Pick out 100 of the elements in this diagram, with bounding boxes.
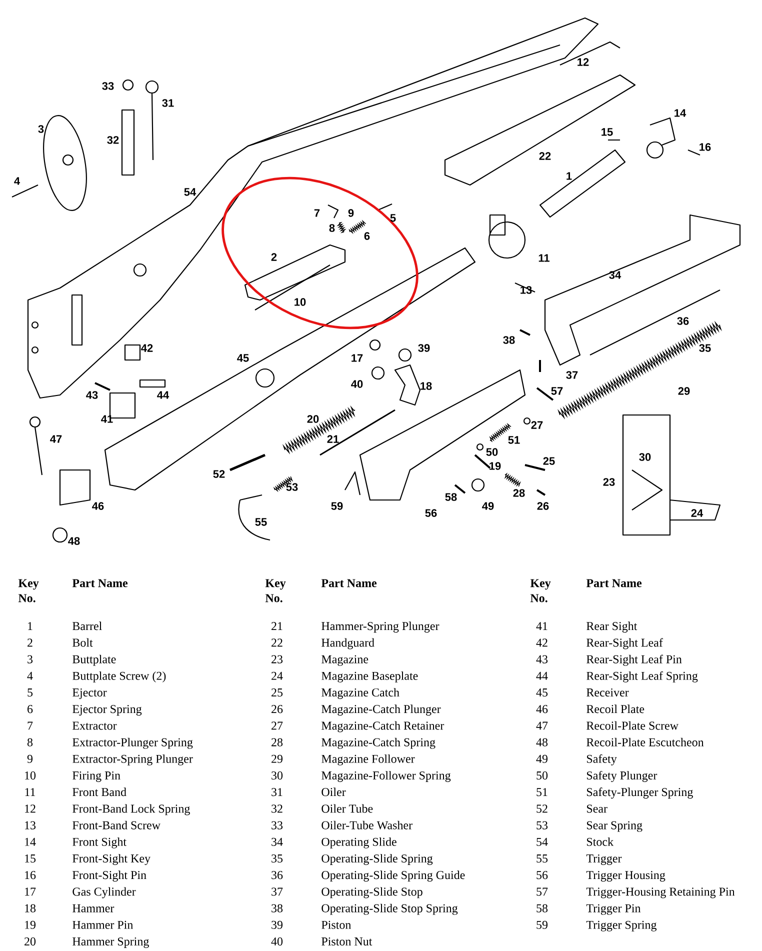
- part-name: Ejector Spring: [72, 705, 142, 716]
- callout-number: 7: [314, 209, 320, 217]
- part-name: Magazine-Catch Spring: [322, 738, 436, 749]
- callout-number: 2: [271, 253, 277, 261]
- part-name: Front-Band Lock Spring: [72, 804, 190, 816]
- key-number: 2: [28, 638, 32, 647]
- callout-number: 36: [677, 317, 689, 325]
- key-number: 11: [25, 788, 36, 796]
- part-name: Safety-Plunger Spring: [587, 788, 693, 799]
- callout-number: 21: [327, 435, 339, 443]
- part-name: Trigger: [586, 854, 622, 865]
- callout-number: 26: [537, 502, 549, 510]
- key-number: 23: [272, 655, 283, 664]
- callout-number: 44: [157, 391, 170, 399]
- key-number: 39: [272, 920, 282, 929]
- callout-number: 16: [700, 143, 711, 151]
- part-name: Trigger Spring: [586, 920, 657, 932]
- part-name: Buttplate: [72, 654, 116, 666]
- callout-number: 18: [420, 382, 432, 390]
- part-name: Operating-Slide Spring Guide: [322, 870, 465, 882]
- part-name: Piston: [322, 920, 352, 929]
- part-name: Operating Slide: [322, 837, 396, 848]
- callout-number: 43: [86, 391, 98, 399]
- key-number: 25: [272, 688, 283, 697]
- callout-number: 54: [184, 188, 196, 196]
- part-name: Gas Cylinder: [72, 887, 136, 898]
- callout-number: 28: [513, 489, 525, 497]
- key-number: 31: [272, 788, 282, 796]
- key-number: 20: [24, 937, 36, 946]
- callout-number: 17: [352, 354, 363, 362]
- part-name: Bolt: [72, 638, 93, 647]
- callout-number: 32: [107, 136, 119, 144]
- part-name: Ejector: [72, 688, 107, 699]
- part-name: Rear-Sight Leaf: [586, 638, 663, 650]
- part-name: Front Band: [72, 788, 126, 796]
- key-number: 54: [536, 838, 548, 846]
- part-name: Magazine Follower: [322, 754, 415, 766]
- callout-number: 39: [418, 344, 430, 352]
- callout-number: 52: [213, 470, 225, 478]
- key-number: 30: [272, 771, 283, 780]
- part-name: Magazine: [322, 655, 368, 666]
- callout-number: 46: [92, 502, 104, 510]
- part-name: Front Sight: [72, 837, 126, 848]
- part-name: Recoil Plate: [586, 704, 644, 714]
- key-number: 36: [272, 871, 283, 880]
- key-number: 4: [27, 672, 33, 680]
- key-number: 28: [272, 738, 283, 746]
- callout-number: 58: [445, 493, 457, 501]
- callout-number: 29: [678, 387, 690, 395]
- callout-number: 11: [538, 254, 550, 262]
- part-name: Hammer Spring: [72, 937, 149, 948]
- part-name: Safety: [587, 754, 617, 766]
- callout-number: 56: [425, 509, 437, 517]
- callout-number: 10: [294, 298, 306, 306]
- callout-number: 22: [539, 152, 551, 160]
- part-name: Sear Spring: [587, 821, 642, 832]
- key-number: 13: [25, 821, 36, 830]
- part-name: Hammer-Spring Plunger: [322, 622, 440, 633]
- key-number: 58: [536, 904, 548, 912]
- part-name: Piston Nut: [322, 937, 372, 946]
- key-number: 40: [271, 937, 283, 946]
- part-name: Front-Sight Pin: [72, 870, 146, 882]
- callout-number: 40: [351, 380, 363, 388]
- part-name: Magazine Baseplate: [322, 671, 418, 682]
- key-number: 47: [536, 722, 548, 730]
- callout-number: 42: [141, 344, 153, 352]
- key-number: 16: [25, 871, 36, 880]
- key-number: 8: [27, 738, 33, 746]
- part-name: Hammer Pin: [72, 920, 134, 929]
- key-number: 27: [272, 722, 283, 730]
- callout-number: 53: [286, 483, 298, 491]
- callout-number: 5: [390, 214, 396, 222]
- part-name: Recoil-Plate Screw: [586, 721, 678, 730]
- callout-number: 19: [490, 462, 501, 470]
- part-name: Barrel: [72, 622, 102, 630]
- callout-number: 48: [68, 537, 80, 545]
- key-number: 7: [28, 722, 33, 730]
- part-name: Trigger Housing: [586, 871, 666, 882]
- callout-number: 27: [531, 421, 543, 429]
- callout-number: 3: [38, 125, 44, 133]
- key-number: 38: [272, 904, 283, 912]
- key-number: 49: [536, 754, 548, 763]
- key-number: 37: [272, 888, 283, 896]
- callout-number: 30: [639, 453, 651, 461]
- callout-number: 37: [566, 371, 578, 379]
- part-name: Stock: [587, 837, 614, 846]
- key-number: 51: [536, 788, 548, 796]
- part-name: Oiler-Tube Washer: [322, 820, 412, 830]
- column-header: Key No.: [265, 579, 286, 602]
- key-number: 33: [272, 821, 283, 830]
- part-name: Magazine-Follower Spring: [322, 771, 451, 782]
- key-number: 52: [536, 804, 548, 813]
- key-number: 15: [25, 854, 36, 863]
- callout-number: 51: [508, 436, 520, 444]
- key-number: 35: [272, 854, 283, 863]
- callout-number: 14: [674, 109, 686, 117]
- part-name: Handguard: [322, 638, 374, 650]
- key-number: 44: [536, 672, 548, 680]
- part-name: Operating-Slide Stop: [322, 887, 422, 898]
- callout-number: 20: [307, 415, 319, 423]
